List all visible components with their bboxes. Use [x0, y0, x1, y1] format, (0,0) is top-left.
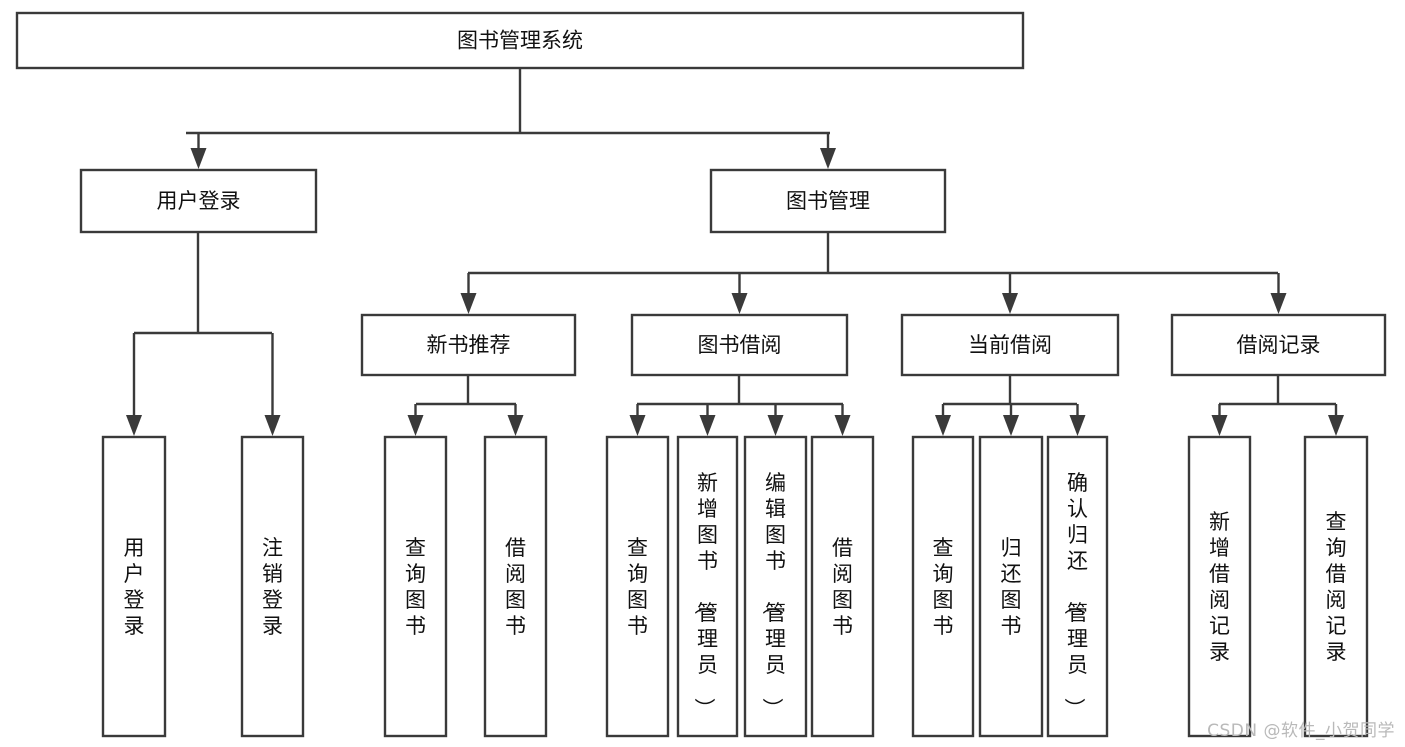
node-root[interactable]: 图书管理系统: [15, 11, 1025, 70]
arrow-head-icon: [264, 415, 281, 436]
node-box[interactable]: [743, 435, 808, 738]
node-box[interactable]: [900, 313, 1120, 377]
arrow-head-icon: [507, 415, 524, 436]
node-borrow-add-book[interactable]: 新增图书（管理员）: [676, 435, 739, 738]
node-label: 图书借阅: [698, 333, 782, 357]
node-box[interactable]: [360, 313, 577, 377]
arrow-head-icon: [820, 148, 836, 169]
arrow-head-icon: [1069, 415, 1086, 436]
arrow-head-icon: [767, 415, 784, 436]
node-label: 当前借阅: [968, 333, 1052, 357]
node-borrow-edit-book[interactable]: 编辑图书（管理员）: [743, 435, 808, 738]
node-recommend-query-book[interactable]: 查询图书: [383, 435, 448, 738]
node-user-login-login[interactable]: 用户登录: [101, 435, 167, 738]
arrow-head-icon: [629, 415, 646, 436]
arrow-head-icon: [834, 415, 851, 436]
node-label: 查询图书: [405, 536, 426, 638]
node-label: 用户登录: [157, 189, 241, 213]
arrow-head-icon: [699, 415, 716, 436]
node-label: 新增图书（管理员）: [692, 471, 718, 719]
node-box[interactable]: [15, 11, 1025, 70]
arrow-head-icon: [1270, 293, 1287, 314]
node-label: 编辑图书（管理员）: [760, 471, 786, 719]
arrow-head-icon: [1002, 293, 1018, 314]
node-label: 图书管理: [786, 189, 870, 213]
node-box[interactable]: [709, 168, 947, 234]
node-user-login-logout[interactable]: 注销登录: [240, 435, 305, 738]
node-label: 借阅记录: [1237, 333, 1321, 357]
node-box[interactable]: [79, 168, 318, 234]
node-box[interactable]: [101, 435, 167, 738]
node-recommend-borrow-book[interactable]: 借阅图书: [483, 435, 548, 738]
node-book-borrow[interactable]: 图书借阅: [630, 313, 849, 377]
node-borrow-query-book[interactable]: 查询图书: [605, 435, 670, 738]
node-label: 查询图书: [627, 536, 648, 638]
node-new-book-recommend[interactable]: 新书推荐: [360, 313, 577, 377]
node-label: 查询图书: [933, 536, 954, 638]
node-box[interactable]: [978, 435, 1044, 738]
node-label: 确认归还（管理员）: [1062, 471, 1088, 719]
connector-layer: [126, 68, 1344, 436]
node-current-query-book[interactable]: 查询图书: [911, 435, 975, 738]
node-book-manage[interactable]: 图书管理: [709, 168, 947, 234]
node-label: 查询借阅记录: [1326, 510, 1347, 664]
arrow-head-icon: [1003, 415, 1019, 436]
node-label: 借阅图书: [505, 536, 526, 638]
node-label: 新书推荐: [427, 333, 511, 357]
node-user-login[interactable]: 用户登录: [79, 168, 318, 234]
node-label: 新增借阅记录: [1209, 510, 1230, 664]
arrow-head-icon: [190, 148, 207, 169]
node-record-add-record[interactable]: 新增借阅记录: [1187, 435, 1252, 738]
node-box[interactable]: [383, 435, 448, 738]
node-box[interactable]: [911, 435, 975, 738]
node-box[interactable]: [676, 435, 739, 738]
arrow-head-icon: [460, 293, 477, 314]
node-box[interactable]: [630, 313, 849, 377]
node-current-confirm-return[interactable]: 确认归还（管理员）: [1046, 435, 1109, 738]
node-label: 图书管理系统: [457, 29, 583, 53]
node-box[interactable]: [1303, 435, 1369, 738]
node-box[interactable]: [1046, 435, 1109, 738]
node-box[interactable]: [605, 435, 670, 738]
node-record-query-record[interactable]: 查询借阅记录: [1303, 435, 1369, 738]
arrow-head-icon: [1328, 415, 1344, 436]
node-box[interactable]: [1170, 313, 1387, 377]
node-label: 借阅图书: [832, 536, 853, 638]
node-borrow-borrow-book[interactable]: 借阅图书: [810, 435, 875, 738]
node-label: 用户登录: [124, 536, 145, 638]
node-current-return-book[interactable]: 归还图书: [978, 435, 1044, 738]
node-box[interactable]: [1187, 435, 1252, 738]
arrow-head-icon: [126, 415, 142, 436]
node-borrow-record[interactable]: 借阅记录: [1170, 313, 1387, 377]
arrow-head-icon: [407, 415, 424, 436]
node-layer: 图书管理系统用户登录图书管理新书推荐图书借阅当前借阅借阅记录用户登录注销登录查询…: [15, 11, 1387, 738]
arrow-head-icon: [1211, 415, 1228, 436]
arrow-head-icon: [935, 415, 951, 436]
node-current-borrow[interactable]: 当前借阅: [900, 313, 1120, 377]
arrow-head-icon: [731, 293, 748, 314]
node-label: 归还图书: [1001, 536, 1022, 638]
node-label: 注销登录: [262, 536, 283, 638]
node-box[interactable]: [810, 435, 875, 738]
node-box[interactable]: [483, 435, 548, 738]
node-box[interactable]: [240, 435, 305, 738]
